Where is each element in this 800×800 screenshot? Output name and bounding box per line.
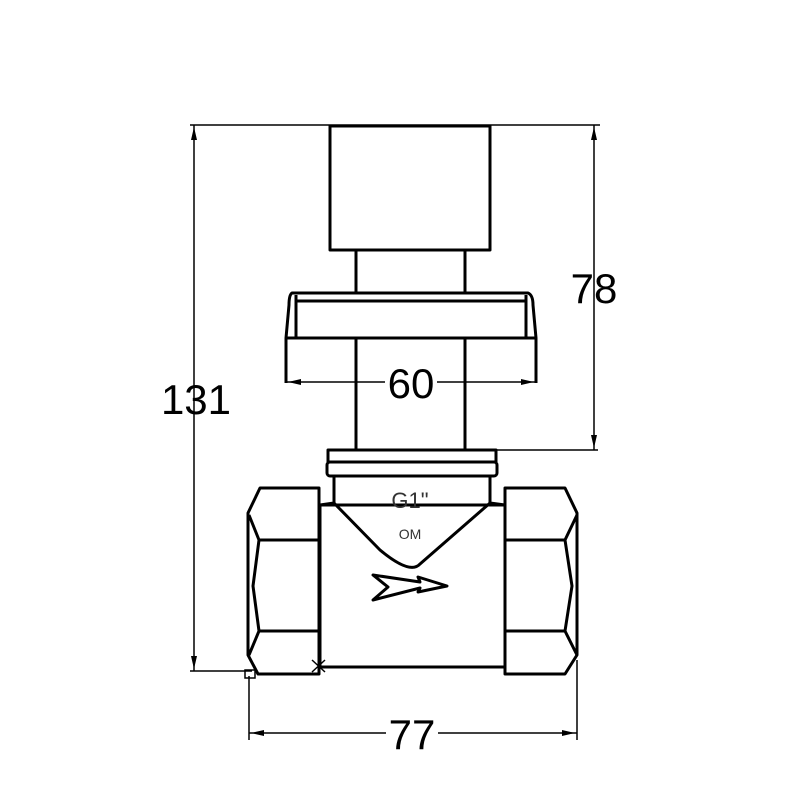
dimension-upper-height xyxy=(497,125,598,451)
upper-stem xyxy=(354,250,467,293)
dimension-label-77: 77 xyxy=(389,711,436,758)
thread-label: G1" xyxy=(391,488,428,513)
dimension-label-131: 131 xyxy=(161,376,231,423)
right-hex-end xyxy=(503,486,579,676)
dimension-body-length xyxy=(248,660,578,740)
left-hex-end xyxy=(244,486,326,679)
dimension-label-60: 60 xyxy=(388,360,435,407)
lower-stem xyxy=(354,338,467,450)
dimension-label-78: 78 xyxy=(571,265,618,312)
valve-cap xyxy=(328,124,492,252)
marking-label: OM xyxy=(399,526,422,542)
bonnet-nut xyxy=(325,448,499,478)
dimension-handle-width xyxy=(286,379,536,385)
dimension-overall-height xyxy=(190,124,600,672)
handle xyxy=(284,291,538,383)
flow-direction-arrow-icon xyxy=(371,573,449,602)
